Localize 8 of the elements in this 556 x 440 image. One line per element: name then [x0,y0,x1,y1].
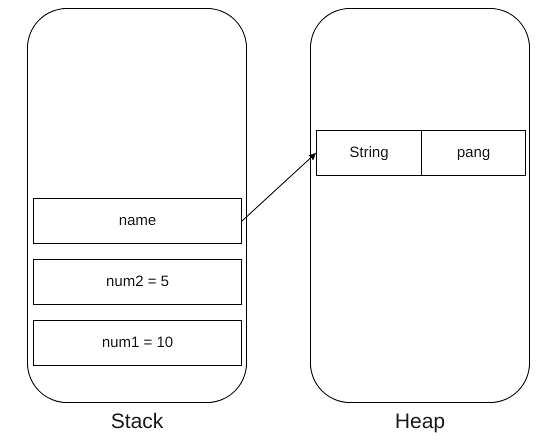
arrow [242,152,316,222]
type-cell: String [316,130,422,176]
region-label: Stack [110,409,164,435]
value-cell: pang [421,130,526,176]
variable-slot: num2 = 5 [33,259,242,305]
region-label: Heap [394,409,446,435]
variable-slot: name [33,198,242,244]
variable-slot: num1 = 10 [33,320,242,366]
